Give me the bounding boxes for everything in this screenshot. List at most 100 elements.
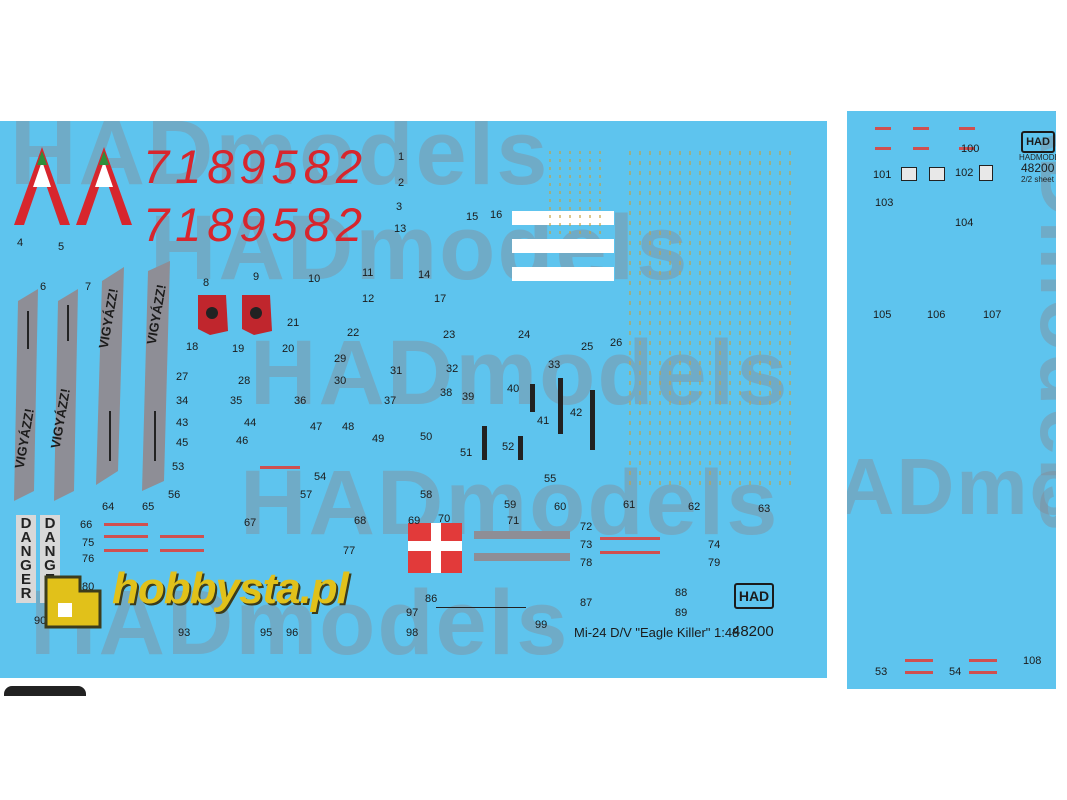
hobbysta-brand[interactable]: hobbysta.pl [112, 564, 349, 613]
decal-number: 79 [708, 557, 721, 569]
stencil-box [929, 167, 945, 181]
decal-number: 57 [300, 489, 313, 501]
decal-number: 86 [425, 593, 438, 605]
decal-number: 1 [398, 151, 405, 163]
decal-number: 107 [983, 309, 1002, 321]
decal-number: 78 [580, 557, 593, 569]
decal-number: 22 [347, 327, 360, 339]
decal-number: 45 [176, 437, 189, 449]
decal-number: 106 [927, 309, 946, 321]
stencil [905, 671, 933, 674]
decal-number: 21 [287, 317, 300, 329]
decal-number: 11 [362, 267, 374, 279]
registration-number: 7189582 [143, 140, 368, 193]
stencil [875, 127, 891, 130]
decal-number: 63 [758, 503, 771, 515]
decal-number: 42 [570, 407, 583, 419]
decal-number: 52 [502, 441, 515, 453]
stencil [959, 147, 975, 150]
decal-number: 77 [343, 545, 356, 557]
decal-number: 35 [230, 395, 243, 407]
decal-number: 64 [102, 501, 115, 513]
watermark: HADmodels [847, 442, 1056, 531]
decal-number: 7 [85, 281, 92, 293]
decal-number: 13 [394, 223, 407, 235]
decal-number: 39 [462, 391, 475, 403]
stencil [104, 523, 148, 526]
decal-number: 56 [168, 489, 181, 501]
decal-number: 44 [244, 417, 257, 429]
decal-number: 104 [955, 217, 974, 229]
decal-number: 105 [873, 309, 892, 321]
decal-number: 58 [420, 489, 433, 501]
decal-number: 6 [40, 281, 47, 293]
decal-number: 101 [873, 169, 892, 181]
decal-number: 90 [34, 615, 47, 627]
decal-number: 89 [675, 607, 688, 619]
stencil [959, 127, 975, 130]
decal-number: 23 [443, 329, 456, 341]
white-stripe [512, 267, 614, 281]
decal-number: 9 [253, 271, 260, 283]
decal-number: 12 [362, 293, 375, 305]
decal-number: 28 [238, 375, 251, 387]
decal-number: 93 [178, 627, 191, 639]
decal-number: 97 [406, 607, 419, 619]
decal-number: 40 [507, 383, 520, 395]
decal-number: 17 [434, 293, 447, 305]
decal-number: 67 [244, 517, 257, 529]
decal-number: 98 [406, 627, 419, 639]
decal-number: 54 [314, 471, 327, 483]
stencil [104, 549, 148, 552]
logo-text: HAD [738, 588, 770, 604]
decal-number: 31 [390, 365, 403, 377]
decal-sheet-secondary: HADmodels HADmodels HAD HADMODELS 48200 … [847, 111, 1056, 689]
grey-band [474, 531, 570, 539]
decal-number: 2 [398, 177, 405, 189]
decal-number: 69 [408, 515, 421, 527]
decal-number: 3 [396, 201, 403, 213]
stencil [160, 549, 204, 552]
stencil-box [979, 165, 993, 181]
stencil [905, 659, 933, 662]
had-logo: HAD [1021, 131, 1055, 153]
decal-number: 20 [282, 343, 295, 355]
decal-number: 15 [466, 211, 479, 223]
decal-number: 19 [232, 343, 245, 355]
bottom-tab [4, 686, 86, 696]
decal-number: 65 [142, 501, 155, 513]
decal-number: 74 [708, 539, 721, 551]
stencil [913, 147, 929, 150]
decal-number: 103 [875, 197, 894, 209]
decal-number: 66 [80, 519, 93, 531]
stencil [600, 537, 660, 540]
decal-number: 38 [440, 387, 453, 399]
hobbysta-logo-icon [44, 575, 102, 629]
decal-number: 55 [544, 473, 557, 485]
decal-number: 87 [580, 597, 593, 609]
decal-number: 34 [176, 395, 189, 407]
sheet-label: 2/2 sheet [1021, 175, 1054, 184]
decal-number: 76 [82, 553, 95, 565]
decal-number: 18 [186, 341, 199, 353]
warning-strip-icon [14, 261, 170, 501]
decal-number: 37 [384, 395, 397, 407]
decal-number: 10 [308, 273, 321, 285]
decal-number: 4 [17, 237, 24, 249]
decal-number: 46 [236, 435, 249, 447]
decal-number: 32 [446, 363, 459, 375]
decal-number: 49 [372, 433, 385, 445]
decal-number: 61 [623, 499, 636, 511]
tail-band [431, 523, 441, 573]
decal-number: 68 [354, 515, 367, 527]
decal-number: 75 [82, 537, 95, 549]
stencil-box [901, 167, 917, 181]
decal-number: 60 [554, 501, 567, 513]
decal-number: 70 [438, 513, 451, 525]
decal-number: 36 [294, 395, 307, 407]
decal-number: 59 [504, 499, 517, 511]
decal-number: 24 [518, 329, 531, 341]
white-stripe [512, 211, 614, 225]
pole-markings [482, 378, 595, 460]
stencil [104, 535, 148, 538]
